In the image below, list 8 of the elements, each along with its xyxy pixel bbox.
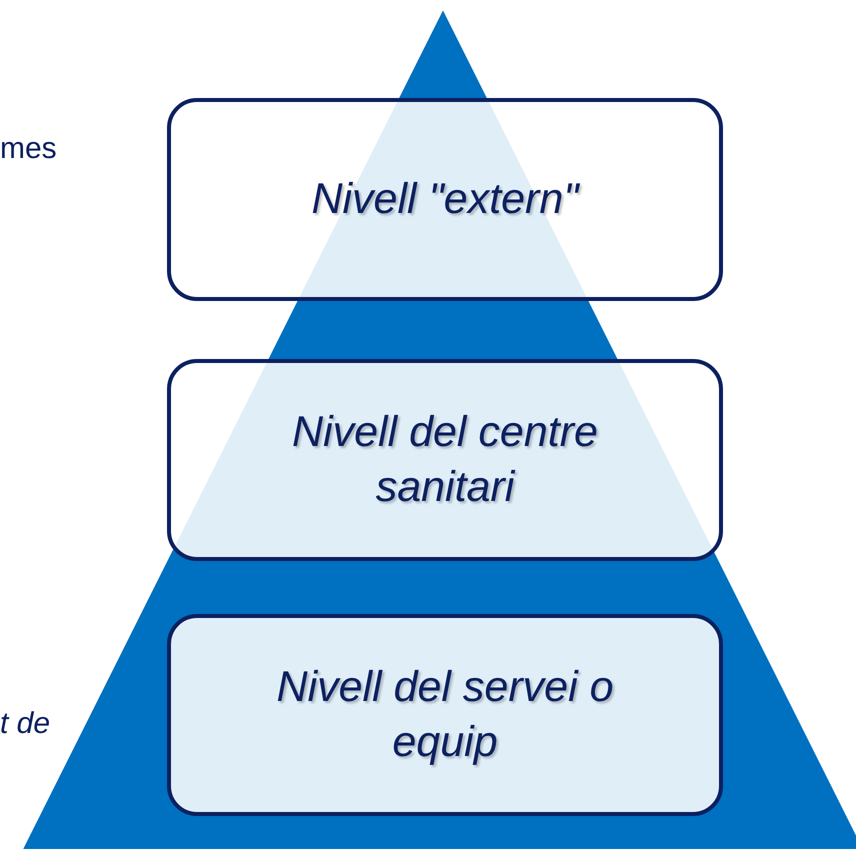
cropped-text: mes	[0, 132, 57, 166]
level-box	[167, 359, 723, 561]
level-box	[167, 614, 723, 816]
cropped-text: t de	[0, 707, 50, 741]
level-box	[167, 98, 723, 301]
level-label: Nivell del centre sanitari	[291, 406, 599, 513]
level-label: Nivell del servei o equip	[276, 662, 614, 768]
level-label: Nivell "extern"	[311, 174, 579, 225]
